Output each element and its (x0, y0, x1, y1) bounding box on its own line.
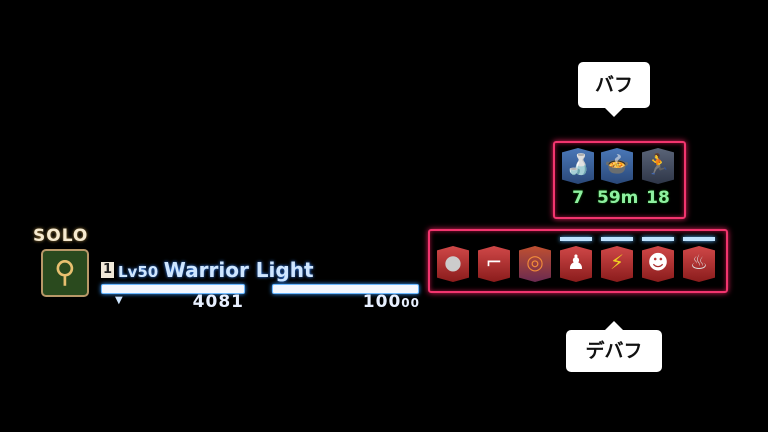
buff-timer: 18 (646, 188, 670, 208)
sprint-icon[interactable]: 🏃 (642, 148, 674, 184)
debuff-callout-label: デバフ (585, 340, 643, 362)
mp-value-small: 00 (401, 296, 420, 310)
hp-value: 4081 (192, 292, 244, 312)
mp-value-main: 100 (362, 292, 402, 312)
potion-icon[interactable]: 🍶 (562, 148, 594, 184)
debuff-timer-bar (560, 237, 592, 241)
hp-bar (101, 284, 245, 294)
debuff-highlight-box (428, 229, 728, 293)
buff-highlight-box (553, 141, 686, 219)
buff-callout-label: バフ (594, 74, 633, 96)
confusion-icon[interactable]: ◎ (519, 246, 551, 282)
heavy-icon[interactable]: ⌐ (478, 246, 510, 282)
party-status: SOLO (33, 226, 89, 246)
food-icon[interactable]: 🍲 (601, 148, 633, 184)
blind-icon[interactable]: ☻ (642, 246, 674, 282)
target-marker-icon: ▼ (115, 295, 123, 306)
player-level: Lv50 (118, 263, 159, 281)
debuff-timer-bar (601, 237, 633, 241)
job-icon[interactable]: ⚲ (41, 249, 89, 297)
poison-icon[interactable]: ♨ (683, 246, 715, 282)
petrify-icon[interactable]: ● (437, 246, 469, 282)
debuff-timer-bar (683, 237, 715, 241)
buff-callout: バフ (578, 62, 650, 117)
buff-timer: 7 (572, 188, 584, 208)
player-name: Warrior Light (163, 258, 314, 282)
mp-value: 10000 (300, 292, 420, 312)
debuff-callout: デバフ (566, 321, 662, 372)
buff-timer: 59m (597, 188, 639, 208)
mp-bar (272, 284, 419, 294)
party-number-badge: 1 (101, 262, 114, 278)
bind-icon[interactable]: ♟ (560, 246, 592, 282)
player-name-row[interactable]: Lv50 Warrior Light (118, 258, 314, 282)
debuff-timer-bar (642, 237, 674, 241)
paralysis-icon[interactable]: ⚡ (601, 246, 633, 282)
